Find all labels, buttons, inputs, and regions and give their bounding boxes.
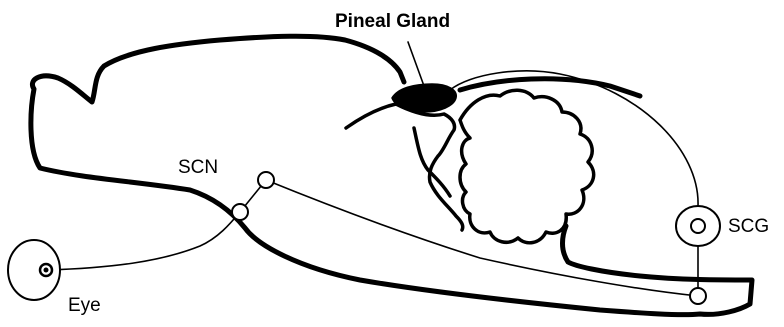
- eye-label: Eye: [68, 296, 101, 315]
- midbrain-contour: [346, 104, 463, 230]
- pineal-gland-shape: [392, 84, 456, 112]
- scn-label: SCN: [178, 158, 218, 177]
- pineal-gland-label: Pineal Gland: [335, 12, 450, 31]
- relay-node-spinal: [690, 288, 706, 304]
- cerebellum-outline: [460, 90, 594, 243]
- eye-pupil: [44, 268, 49, 273]
- retinohypothalamic-tract: [48, 212, 240, 270]
- relay-node-upper: [258, 172, 274, 188]
- scg-inner: [691, 219, 705, 233]
- scg-to-pineal-pathway: [450, 71, 698, 206]
- pvn-to-spinal-pathway: [266, 180, 698, 296]
- scn-node: [232, 204, 248, 220]
- pineal-label-leader: [408, 42, 424, 86]
- brain-outline: [31, 36, 752, 314]
- scg-label: SCG: [728, 217, 769, 236]
